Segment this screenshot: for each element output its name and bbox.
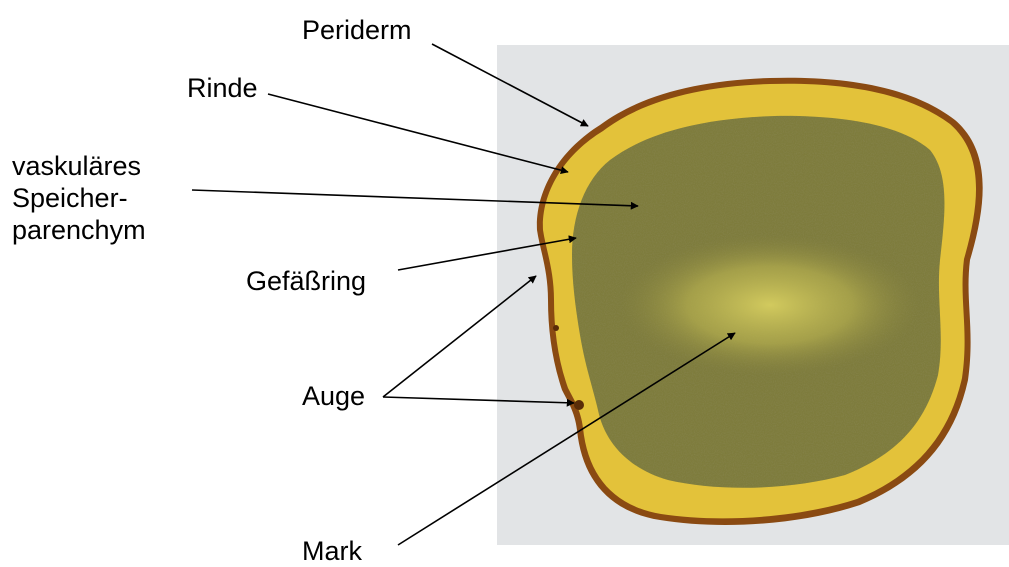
label-gefaessring: Gefäßring: [246, 265, 366, 297]
label-vascular-line2: Speicher-: [12, 182, 146, 214]
eye-mark-lower: [574, 400, 584, 410]
eye-mark-upper: [553, 325, 559, 331]
label-rinde: Rinde: [187, 72, 258, 104]
label-vascular-line3: parenchym: [12, 214, 146, 246]
label-vascular-storage-parenchyma: vaskuläres Speicher- parenchym: [12, 150, 146, 246]
label-vascular-line1: vaskuläres: [12, 150, 146, 182]
label-auge: Auge: [302, 380, 365, 412]
label-periderm: Periderm: [302, 14, 412, 46]
pith-region: [620, 235, 920, 375]
label-mark: Mark: [302, 535, 362, 567]
